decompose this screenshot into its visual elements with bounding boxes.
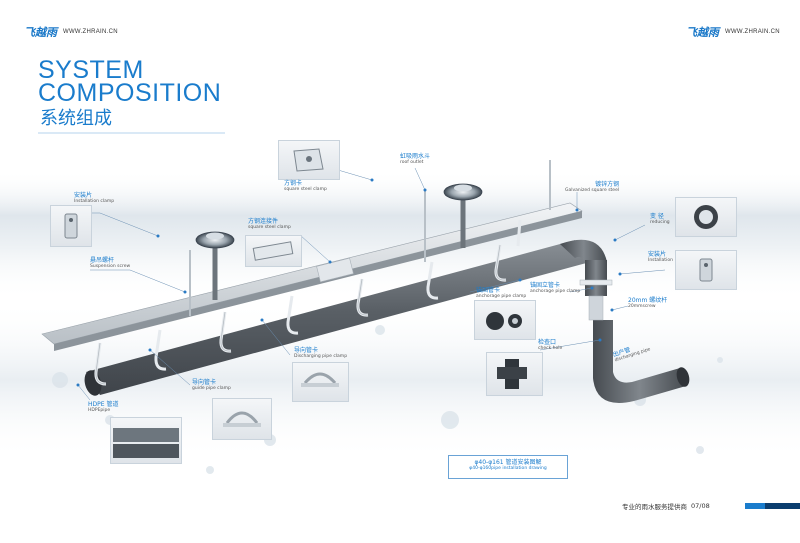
vertical-pipe [585, 260, 607, 296]
square-steel-connector-icon [252, 241, 294, 261]
hdpe-pipe-icon [113, 428, 179, 458]
title-en-line1: SYSTEM [38, 56, 144, 84]
logo-right: 飞越雨 [686, 27, 719, 39]
reducing-icon [694, 205, 718, 229]
label-guide-clamp: 导向管卡 guide pipe clamp [192, 379, 231, 391]
label-suspension-screw: 悬吊螺杆 Suspension screw [90, 257, 131, 269]
label-square-steel-connector: 方钢连接件 square steel clamp [248, 218, 291, 230]
title-cn: 系统组成 [40, 108, 112, 129]
main-pipe [86, 240, 590, 395]
guide-clamp-icon [223, 411, 261, 427]
anchorage-clamp-icon [486, 312, 522, 330]
anchorage-clamp-thumbnail [474, 300, 536, 340]
square-steel-connector [316, 257, 354, 283]
label-anchorage-clamp: 锚固管卡 anchorage pipe clamp [476, 287, 527, 299]
label-installation-clamp: 安装片 Installation clamp [74, 192, 115, 204]
note-en: φ40-φ160pipe installation drawing [469, 466, 547, 471]
title-en-line2: COMPOSITION [38, 79, 222, 107]
label-installation: 安装片 Installation [648, 251, 673, 263]
label-discharging-clamp: 导向管卡 Discharging pipe clamp [294, 347, 348, 359]
label-anchorage-vertical-clamp: 锚固立管卡 anchorage pipe clamp [530, 282, 581, 294]
label-square-steel-clamp: 方钢卡 square steel clamp [284, 180, 327, 192]
site-url-right[interactable]: WWW.ZHRAIN.CN [725, 29, 780, 35]
installation-drawing-note: φ40-φ161 管道安装图解 φ40-φ160pipe installatio… [448, 455, 568, 479]
footer: 专业的雨水服务提供商 07/08 [622, 501, 710, 511]
label-roof-outlet: 虹吸雨水斗 roof outlet [400, 153, 431, 165]
square-steel-clamp-icon [293, 148, 324, 172]
label-check-hole: 检查口 check hole [538, 339, 563, 351]
installation-thumbnail [675, 250, 737, 290]
label-galvanized-steel: 镀锌方钢 Galvanized square steel [565, 181, 620, 193]
roof-outlet-right [443, 183, 483, 248]
header-right: 飞越雨 WWW.ZHRAIN.CN [686, 24, 780, 40]
site-url-left[interactable]: WWW.ZHRAIN.CN [63, 29, 118, 35]
logo-left: 飞越雨 [24, 27, 57, 39]
installation-icon [699, 258, 713, 282]
discharging-pipe [593, 320, 686, 403]
discharging-clamp-thumbnail [292, 362, 349, 402]
check-hole-icon [497, 359, 527, 389]
label-hdpe-pipe: HDPE 管道 HDPEpipe [88, 401, 119, 413]
note-cn: φ40-φ161 管道安装图解 [474, 459, 542, 466]
header-left: 飞越雨 WWW.ZHRAIN.CN [24, 24, 118, 40]
square-steel-clamp-thumbnail [278, 140, 340, 180]
footer-text: 专业的雨水服务提供商 [622, 503, 687, 511]
roof-outlet-left [195, 231, 235, 300]
page-number: 07/08 [691, 502, 710, 510]
installation-clamp-icon [64, 213, 78, 239]
label-reducing: 变 径 reducing [650, 213, 670, 225]
hdpe-pipe-thumbnail [110, 417, 182, 464]
discharging-clamp-icon [301, 372, 339, 387]
guide-clamp-thumbnail [212, 398, 272, 440]
reducing-thumbnail [675, 197, 737, 237]
check-hole-thumbnail [486, 352, 543, 396]
label-20mm-screw: 20mm 螺纹杆 20mmscrew [628, 297, 668, 309]
installation-clamp-thumbnail [50, 205, 92, 247]
square-steel-connector-thumbnail [245, 235, 302, 267]
